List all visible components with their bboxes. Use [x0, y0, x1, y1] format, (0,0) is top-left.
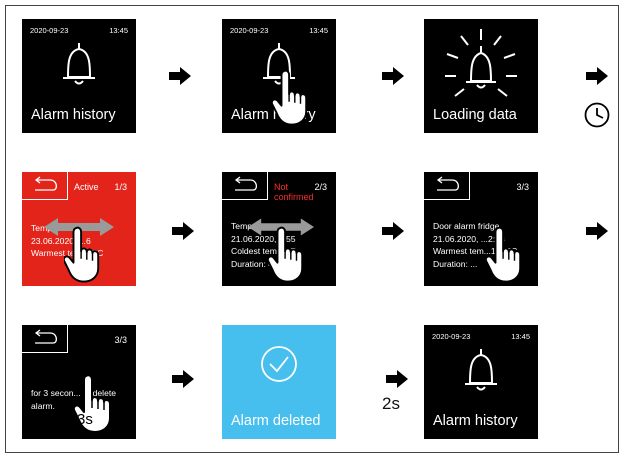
screen-alarm-active[interactable]: Active 1/3 Temp. ... 23.06.2020, ...6 Wa… [22, 172, 136, 286]
back-icon[interactable] [222, 172, 268, 200]
clock-icon [584, 102, 610, 128]
screen-alarm-history[interactable]: 2020-09-23 13:45 Alarm history [22, 19, 136, 133]
status-label: Active [74, 182, 99, 192]
back-icon[interactable] [22, 325, 68, 353]
date-label: 2020-09-23 [30, 26, 68, 35]
screen-alarm-not-confirmed[interactable]: Not confirmed 2/3 Temp. ... 21.06.2020, … [222, 172, 336, 286]
press-duration-label: 3s [77, 411, 93, 428]
back-icon[interactable] [424, 172, 470, 200]
screen-loading-data: Loading data [424, 19, 538, 133]
swipe-hand-icon [268, 226, 306, 284]
check-circle-icon [260, 345, 298, 383]
pointing-hand-icon [486, 226, 524, 284]
date-label: 2020-09-23 [432, 332, 470, 341]
page-number: 3/3 [516, 182, 529, 192]
arrow-right-icon [586, 67, 608, 85]
arrow-right-icon [586, 222, 608, 240]
arrow-right-icon [386, 370, 408, 388]
page-number: 3/3 [114, 335, 127, 345]
swipe-hand-icon [64, 226, 102, 284]
bell-icon [462, 347, 500, 393]
screen-alarm-deleted: Alarm deleted [222, 325, 336, 439]
time-label: 13:45 [309, 26, 328, 35]
status-line: confirmed [274, 192, 314, 202]
ringing-bell-icon [441, 26, 521, 106]
arrow-right-icon [172, 370, 194, 388]
arrow-right-icon [172, 222, 194, 240]
page-number: 2/3 [314, 182, 327, 192]
delay-label: 2s [382, 394, 400, 414]
screen-alarm-history-tap[interactable]: 2020-09-23 13:45 Alarm history [222, 19, 336, 133]
arrow-right-icon [382, 67, 404, 85]
arrow-right-icon [382, 222, 404, 240]
status-line: Not [274, 182, 314, 192]
screen-title: Alarm history [433, 413, 518, 429]
time-label: 13:45 [511, 332, 530, 341]
bell-icon [60, 41, 98, 87]
arrow-right-icon [169, 67, 191, 85]
screen-title: Alarm history [31, 107, 116, 123]
screen-alarm-history-final[interactable]: 2020-09-23 13:45 Alarm history [424, 325, 538, 439]
status-label: Not confirmed [274, 182, 314, 202]
screen-title: Loading data [433, 107, 517, 123]
screen-delete-alarm[interactable]: 3/3 for 3 secon... to delete alarm. 3s [22, 325, 136, 439]
back-icon[interactable] [22, 172, 68, 200]
pointing-hand-icon [272, 69, 310, 127]
screen-title: Alarm deleted [231, 413, 320, 429]
date-label: 2020-09-23 [230, 26, 268, 35]
time-label: 13:45 [109, 26, 128, 35]
screen-alarm-detail[interactable]: 3/3 Door alarm fridge 21.06.2020, ...2:5… [424, 172, 538, 286]
page-number: 1/3 [114, 182, 127, 192]
